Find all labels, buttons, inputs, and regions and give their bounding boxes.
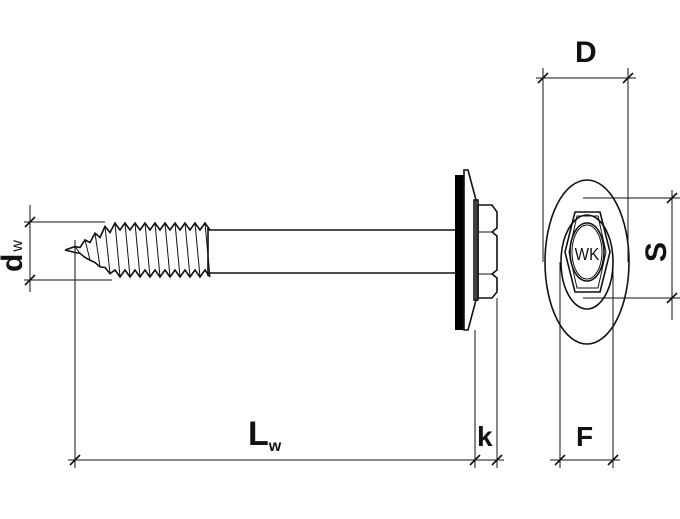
- thread-crest: [84, 239, 91, 261]
- thread-crest: [144, 222, 151, 278]
- thread-crest: [134, 222, 141, 278]
- length-dimension: Lw k: [68, 240, 504, 468]
- screw-side-view: [64, 169, 498, 331]
- f-dimension: F: [550, 262, 620, 468]
- lw-label: Lw: [248, 415, 282, 455]
- f-label: F: [576, 421, 593, 452]
- thread-crest: [174, 222, 181, 278]
- thread-crest: [154, 222, 161, 278]
- s-label: S: [640, 242, 673, 262]
- head-marking: WK: [575, 244, 600, 264]
- d-label: D: [575, 36, 597, 69]
- thread-profile: [64, 221, 211, 251]
- thread-crest: [184, 222, 191, 278]
- thread-crest: [114, 222, 121, 278]
- thread-profile: [64, 249, 211, 279]
- s-dimension: S: [583, 190, 680, 320]
- thread-crest: [74, 246, 81, 254]
- epdm-seal-washer: [455, 175, 464, 330]
- screw-thread: [64, 221, 211, 279]
- thread-crest: [94, 233, 101, 267]
- thread-crest: [194, 222, 201, 278]
- screw-head-top-view: WK: [544, 179, 630, 345]
- dw-label: dw: [0, 240, 29, 272]
- thread-crest: [124, 222, 131, 278]
- dw-dimension: dw: [0, 205, 112, 292]
- d-dimension: D: [536, 36, 636, 262]
- thread-crest: [164, 222, 171, 278]
- thread-crest: [104, 226, 111, 274]
- k-label: k: [477, 421, 493, 452]
